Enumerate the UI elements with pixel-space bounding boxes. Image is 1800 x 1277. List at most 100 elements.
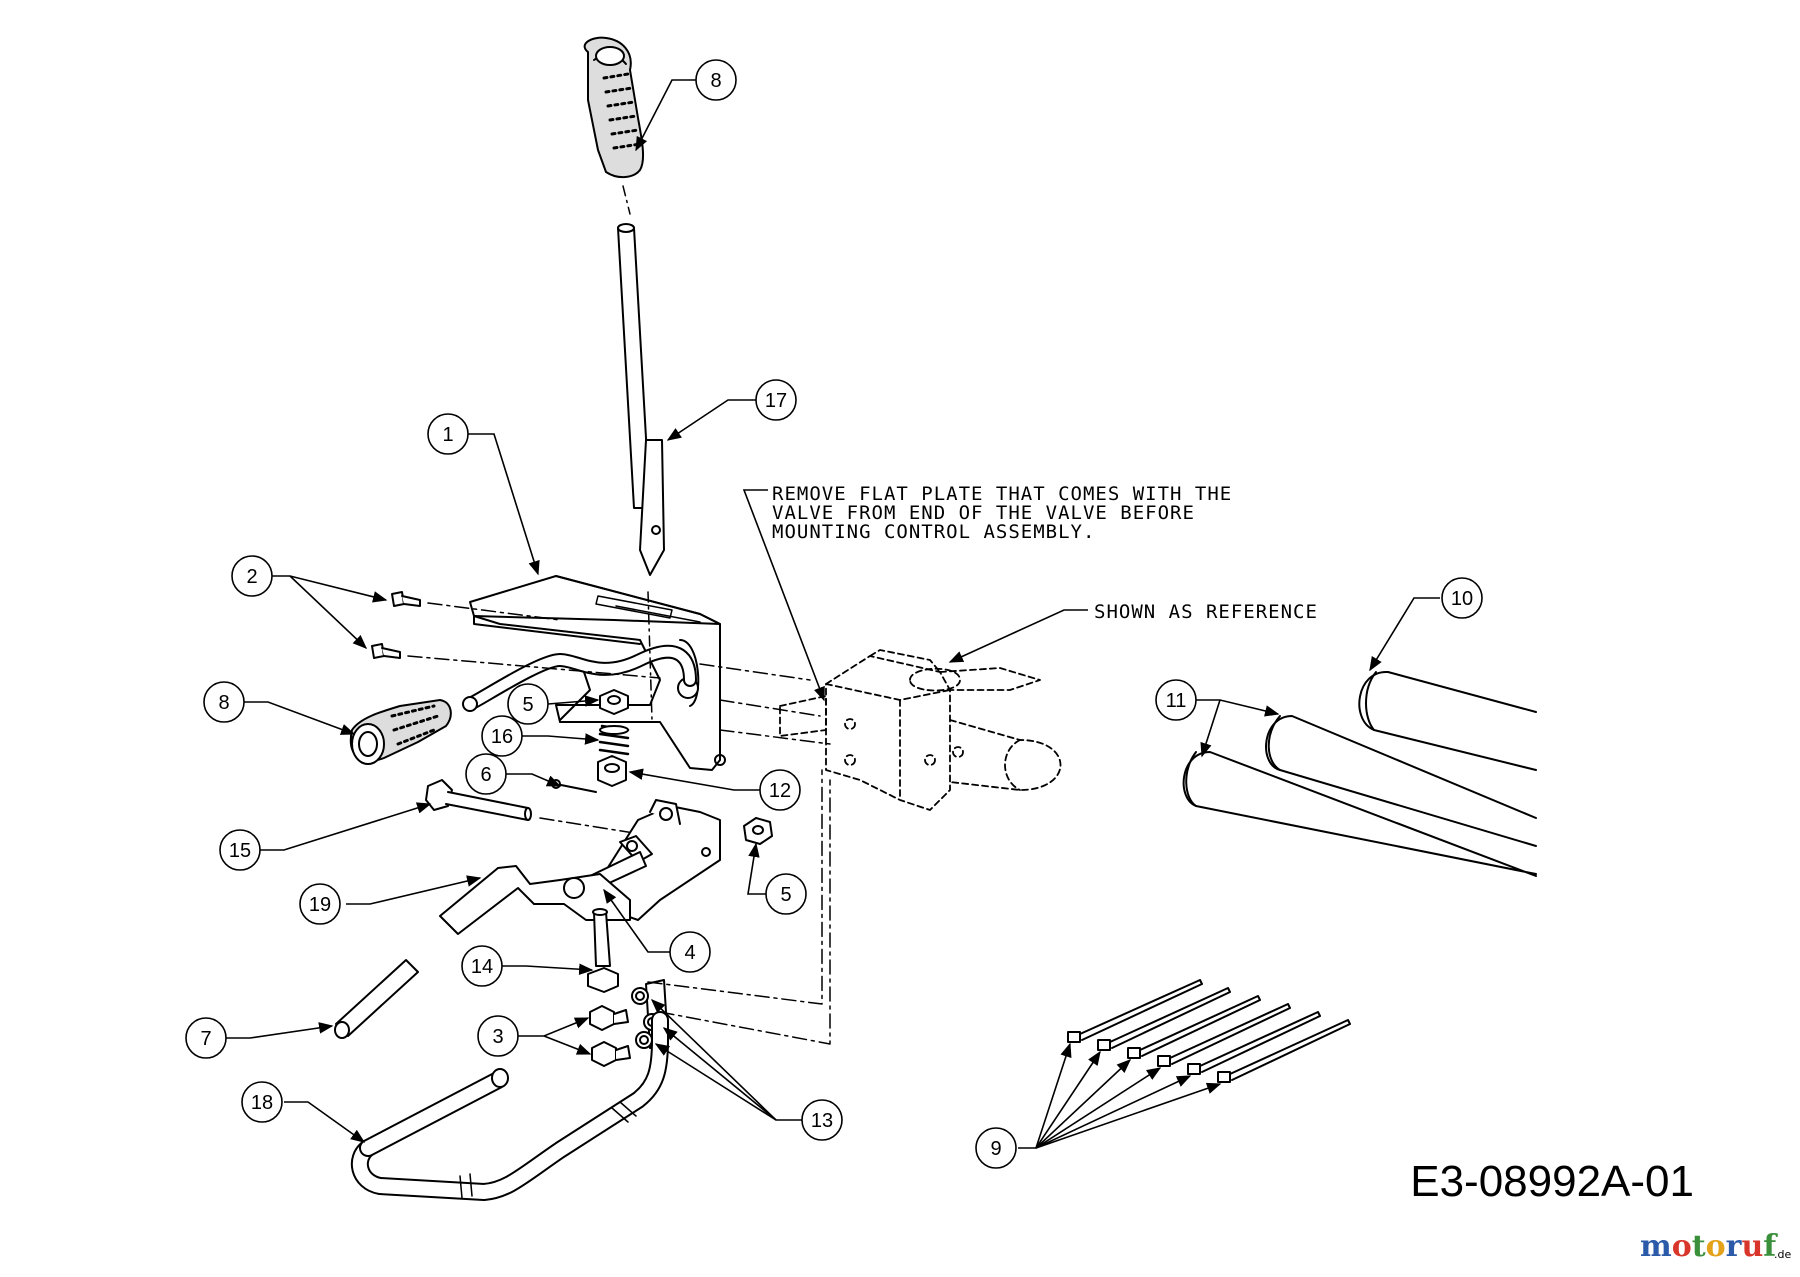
watermark-suffix: .de bbox=[1774, 1248, 1791, 1261]
watermark-letter: f bbox=[1763, 1229, 1778, 1264]
callout-circle bbox=[1155, 679, 1197, 721]
callout-18: 18 bbox=[241, 1081, 283, 1123]
callout-10: 10 bbox=[1441, 577, 1483, 619]
callout-12: 12 bbox=[759, 769, 801, 811]
rocker-plate bbox=[439, 865, 631, 935]
callout-number: 14 bbox=[471, 956, 493, 978]
callout-number: 17 bbox=[765, 390, 787, 412]
callout-number: 12 bbox=[769, 780, 791, 802]
callout-number: 2 bbox=[246, 566, 257, 588]
watermark-letter: t bbox=[1692, 1229, 1706, 1264]
callout-number: 3 bbox=[492, 1026, 503, 1048]
callout-circle bbox=[477, 1015, 519, 1057]
watermark-letter: u bbox=[1741, 1229, 1763, 1264]
grip-knob-top bbox=[583, 36, 645, 178]
callout-number: 4 bbox=[684, 942, 695, 964]
callout-number: 18 bbox=[251, 1092, 273, 1114]
callout-number: 8 bbox=[218, 692, 229, 714]
callout-circle bbox=[219, 829, 261, 871]
watermark-letter: o bbox=[1672, 1229, 1692, 1264]
callout-8: 8 bbox=[203, 681, 245, 723]
motoruf-logo: motoruf .de bbox=[1640, 1229, 1791, 1264]
callout-circle bbox=[465, 753, 507, 795]
callout-1: 1 bbox=[427, 413, 469, 455]
long-bolt bbox=[425, 779, 532, 821]
callout-circle bbox=[241, 1081, 283, 1123]
callout-circle bbox=[231, 555, 273, 597]
lever-bracket bbox=[589, 799, 721, 921]
callout-9: 9 bbox=[975, 1127, 1017, 1169]
callout-circle bbox=[507, 683, 549, 725]
callout-circle bbox=[975, 1127, 1017, 1169]
callout-8: 8 bbox=[695, 59, 737, 101]
callout-circle bbox=[427, 413, 469, 455]
callout-number: 7 bbox=[200, 1028, 211, 1050]
callout-circle bbox=[1441, 577, 1483, 619]
shoulder-bolt bbox=[587, 908, 619, 993]
lock-nut-right bbox=[743, 817, 773, 845]
callout-number: 16 bbox=[491, 726, 513, 748]
cable-ties bbox=[1067, 979, 1351, 1083]
dowel-pin bbox=[334, 959, 419, 1039]
watermark-letter: m bbox=[1640, 1229, 1672, 1264]
hose-10 bbox=[1358, 670, 1537, 771]
callout-circle bbox=[755, 379, 797, 421]
callout-circle bbox=[669, 931, 711, 973]
callout-13: 13 bbox=[801, 1099, 843, 1141]
callout-number: 8 bbox=[710, 70, 721, 92]
reference-valve bbox=[779, 649, 1062, 811]
callout-7: 7 bbox=[185, 1017, 227, 1059]
shift-rod bbox=[617, 223, 665, 576]
note-remove-plate-line-3: MOUNTING CONTROL ASSEMBLY. bbox=[772, 521, 1095, 543]
note-remove-plate-line-1: REMOVE FLAT PLATE THAT COMES WITH THE bbox=[772, 483, 1232, 505]
bolt-lower bbox=[371, 643, 401, 659]
watermark-brand: motoruf bbox=[1640, 1229, 1778, 1264]
callout-2: 2 bbox=[231, 555, 273, 597]
callout-circle bbox=[765, 873, 807, 915]
watermark-letter: o bbox=[1706, 1229, 1726, 1264]
u-handle bbox=[350, 1011, 669, 1201]
callout-number: 1 bbox=[442, 424, 453, 446]
callout-17: 17 bbox=[755, 379, 797, 421]
callout-circle bbox=[801, 1099, 843, 1141]
callout-number: 5 bbox=[522, 694, 533, 716]
callout-number: 10 bbox=[1451, 588, 1473, 610]
callout-circle bbox=[695, 59, 737, 101]
callout-15: 15 bbox=[219, 829, 261, 871]
callout-16: 16 bbox=[481, 715, 523, 757]
callout-number: 19 bbox=[309, 894, 331, 916]
callout-circle bbox=[299, 883, 341, 925]
callout-14: 14 bbox=[461, 945, 503, 987]
callout-number: 15 bbox=[229, 840, 251, 862]
callout-number: 5 bbox=[780, 884, 791, 906]
flange-nut bbox=[597, 755, 627, 787]
callout-circle bbox=[461, 945, 503, 987]
callout-5: 5 bbox=[765, 873, 807, 915]
callout-5: 5 bbox=[507, 683, 549, 725]
callout-circle bbox=[759, 769, 801, 811]
leader-lines bbox=[226, 79, 1440, 1149]
grip-knob-side bbox=[349, 699, 452, 765]
callout-circle bbox=[203, 681, 245, 723]
bolt-set bbox=[589, 1005, 631, 1067]
note-remove-plate-line-2: VALVE FROM END OF THE VALVE BEFORE bbox=[772, 502, 1195, 524]
callout-4: 4 bbox=[669, 931, 711, 973]
callout-number: 6 bbox=[480, 764, 491, 786]
spring bbox=[598, 724, 630, 756]
callout-11: 11 bbox=[1155, 679, 1197, 721]
drawing-number: E3-08992A-01 bbox=[1410, 1157, 1694, 1206]
hose-11-upper bbox=[1265, 715, 1537, 847]
bolt-upper bbox=[391, 591, 421, 607]
callout-19: 19 bbox=[299, 883, 341, 925]
note-shown-as-reference: SHOWN AS REFERENCE bbox=[1094, 601, 1318, 623]
callout-3: 3 bbox=[477, 1015, 519, 1057]
callout-circle bbox=[481, 715, 523, 757]
callout-number: 9 bbox=[990, 1138, 1001, 1160]
callout-6: 6 bbox=[465, 753, 507, 795]
callout-number: 13 bbox=[811, 1110, 833, 1132]
callout-number: 11 bbox=[1166, 690, 1187, 712]
hose-11-lower bbox=[1182, 751, 1537, 877]
